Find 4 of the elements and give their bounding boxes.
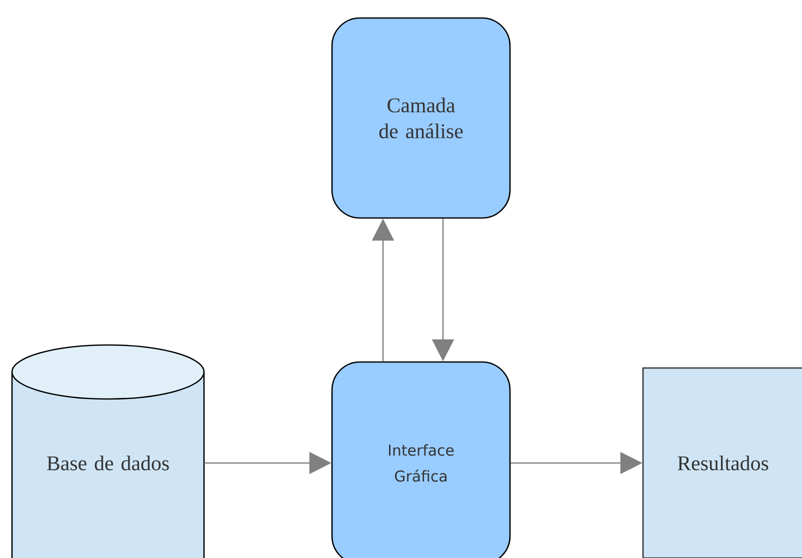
process-box: Camada de análise bbox=[331, 17, 511, 219]
process-box: Interface Gráfica bbox=[331, 361, 511, 558]
database-cylinder: Base de dados bbox=[11, 344, 205, 558]
output-box: Resultados bbox=[642, 367, 802, 558]
